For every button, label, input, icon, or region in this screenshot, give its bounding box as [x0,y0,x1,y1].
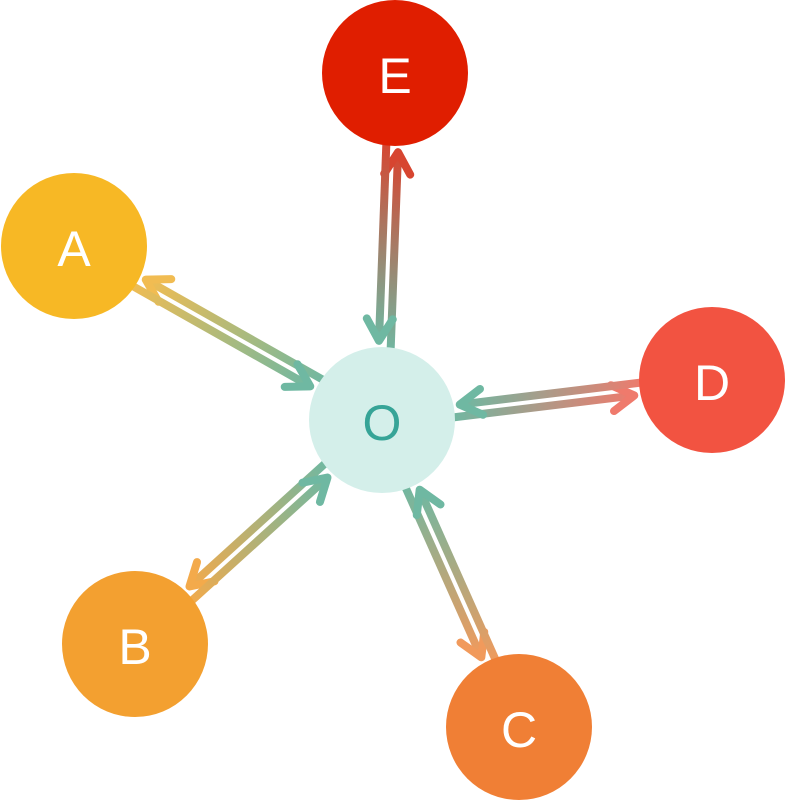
node-d-circle [639,307,785,453]
node-o: O [309,347,455,493]
arrowhead [362,314,397,345]
node-d: D [639,307,785,453]
arrow-shaft [185,474,331,607]
arrow-e-to-o [362,139,397,345]
node-a-circle [1,173,147,319]
arrow-c-to-o [412,485,501,666]
arrow-shaft [459,378,646,409]
node-b-circle [62,571,208,717]
node-e-label: E [378,48,411,104]
node-c-circle [446,654,592,800]
node-o-label: O [363,395,402,451]
arrow-a-to-o [127,280,315,391]
arrowhead [412,485,445,520]
arrow-b-to-o [185,473,332,607]
node-b: B [62,571,208,717]
node-a: A [1,173,147,319]
arrowhead [455,384,488,419]
arrow-shaft [374,139,391,341]
arrow-shaft [127,280,313,390]
node-a-label: A [57,221,91,277]
arrow-d-to-o [455,378,646,419]
node-e: E [322,0,468,146]
arrowhead [280,360,315,391]
node-c: C [446,654,592,800]
arrowhead [298,473,332,506]
edges-layer [127,139,646,666]
node-c-label: C [501,702,537,758]
node-e-circle [322,0,468,146]
arrow-shaft [416,488,501,666]
node-o-circle [309,347,455,493]
node-b-label: B [118,619,151,675]
node-d-label: D [694,355,730,411]
